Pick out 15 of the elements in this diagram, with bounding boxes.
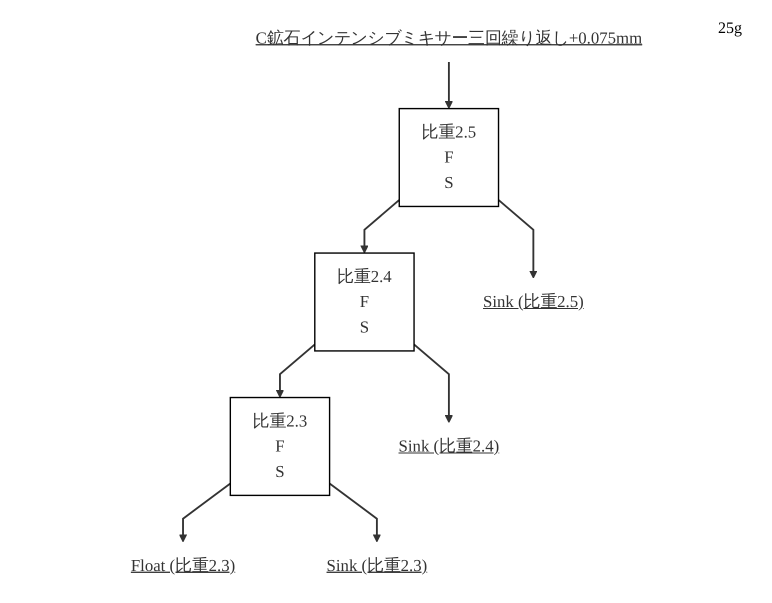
note-text: 25g <box>718 20 742 38</box>
arrow <box>497 198 537 278</box>
node-text: Sink (比重2.3) <box>326 555 427 574</box>
node-box: 比重2.4 F S <box>314 252 414 352</box>
arrow <box>360 198 400 253</box>
node-text: Sink (比重2.5) <box>482 292 584 310</box>
node-text: Sink (比重2.4) <box>398 436 499 455</box>
node-box: 比重2.3 F S <box>229 396 330 496</box>
arrow <box>328 482 380 542</box>
arrow <box>178 482 230 542</box>
arrow <box>412 343 452 423</box>
arrow <box>275 343 315 398</box>
arrow <box>444 62 452 108</box>
node-box: 比重2.5 F S <box>398 107 499 207</box>
node-text: Float (比重2.3) <box>130 555 235 574</box>
